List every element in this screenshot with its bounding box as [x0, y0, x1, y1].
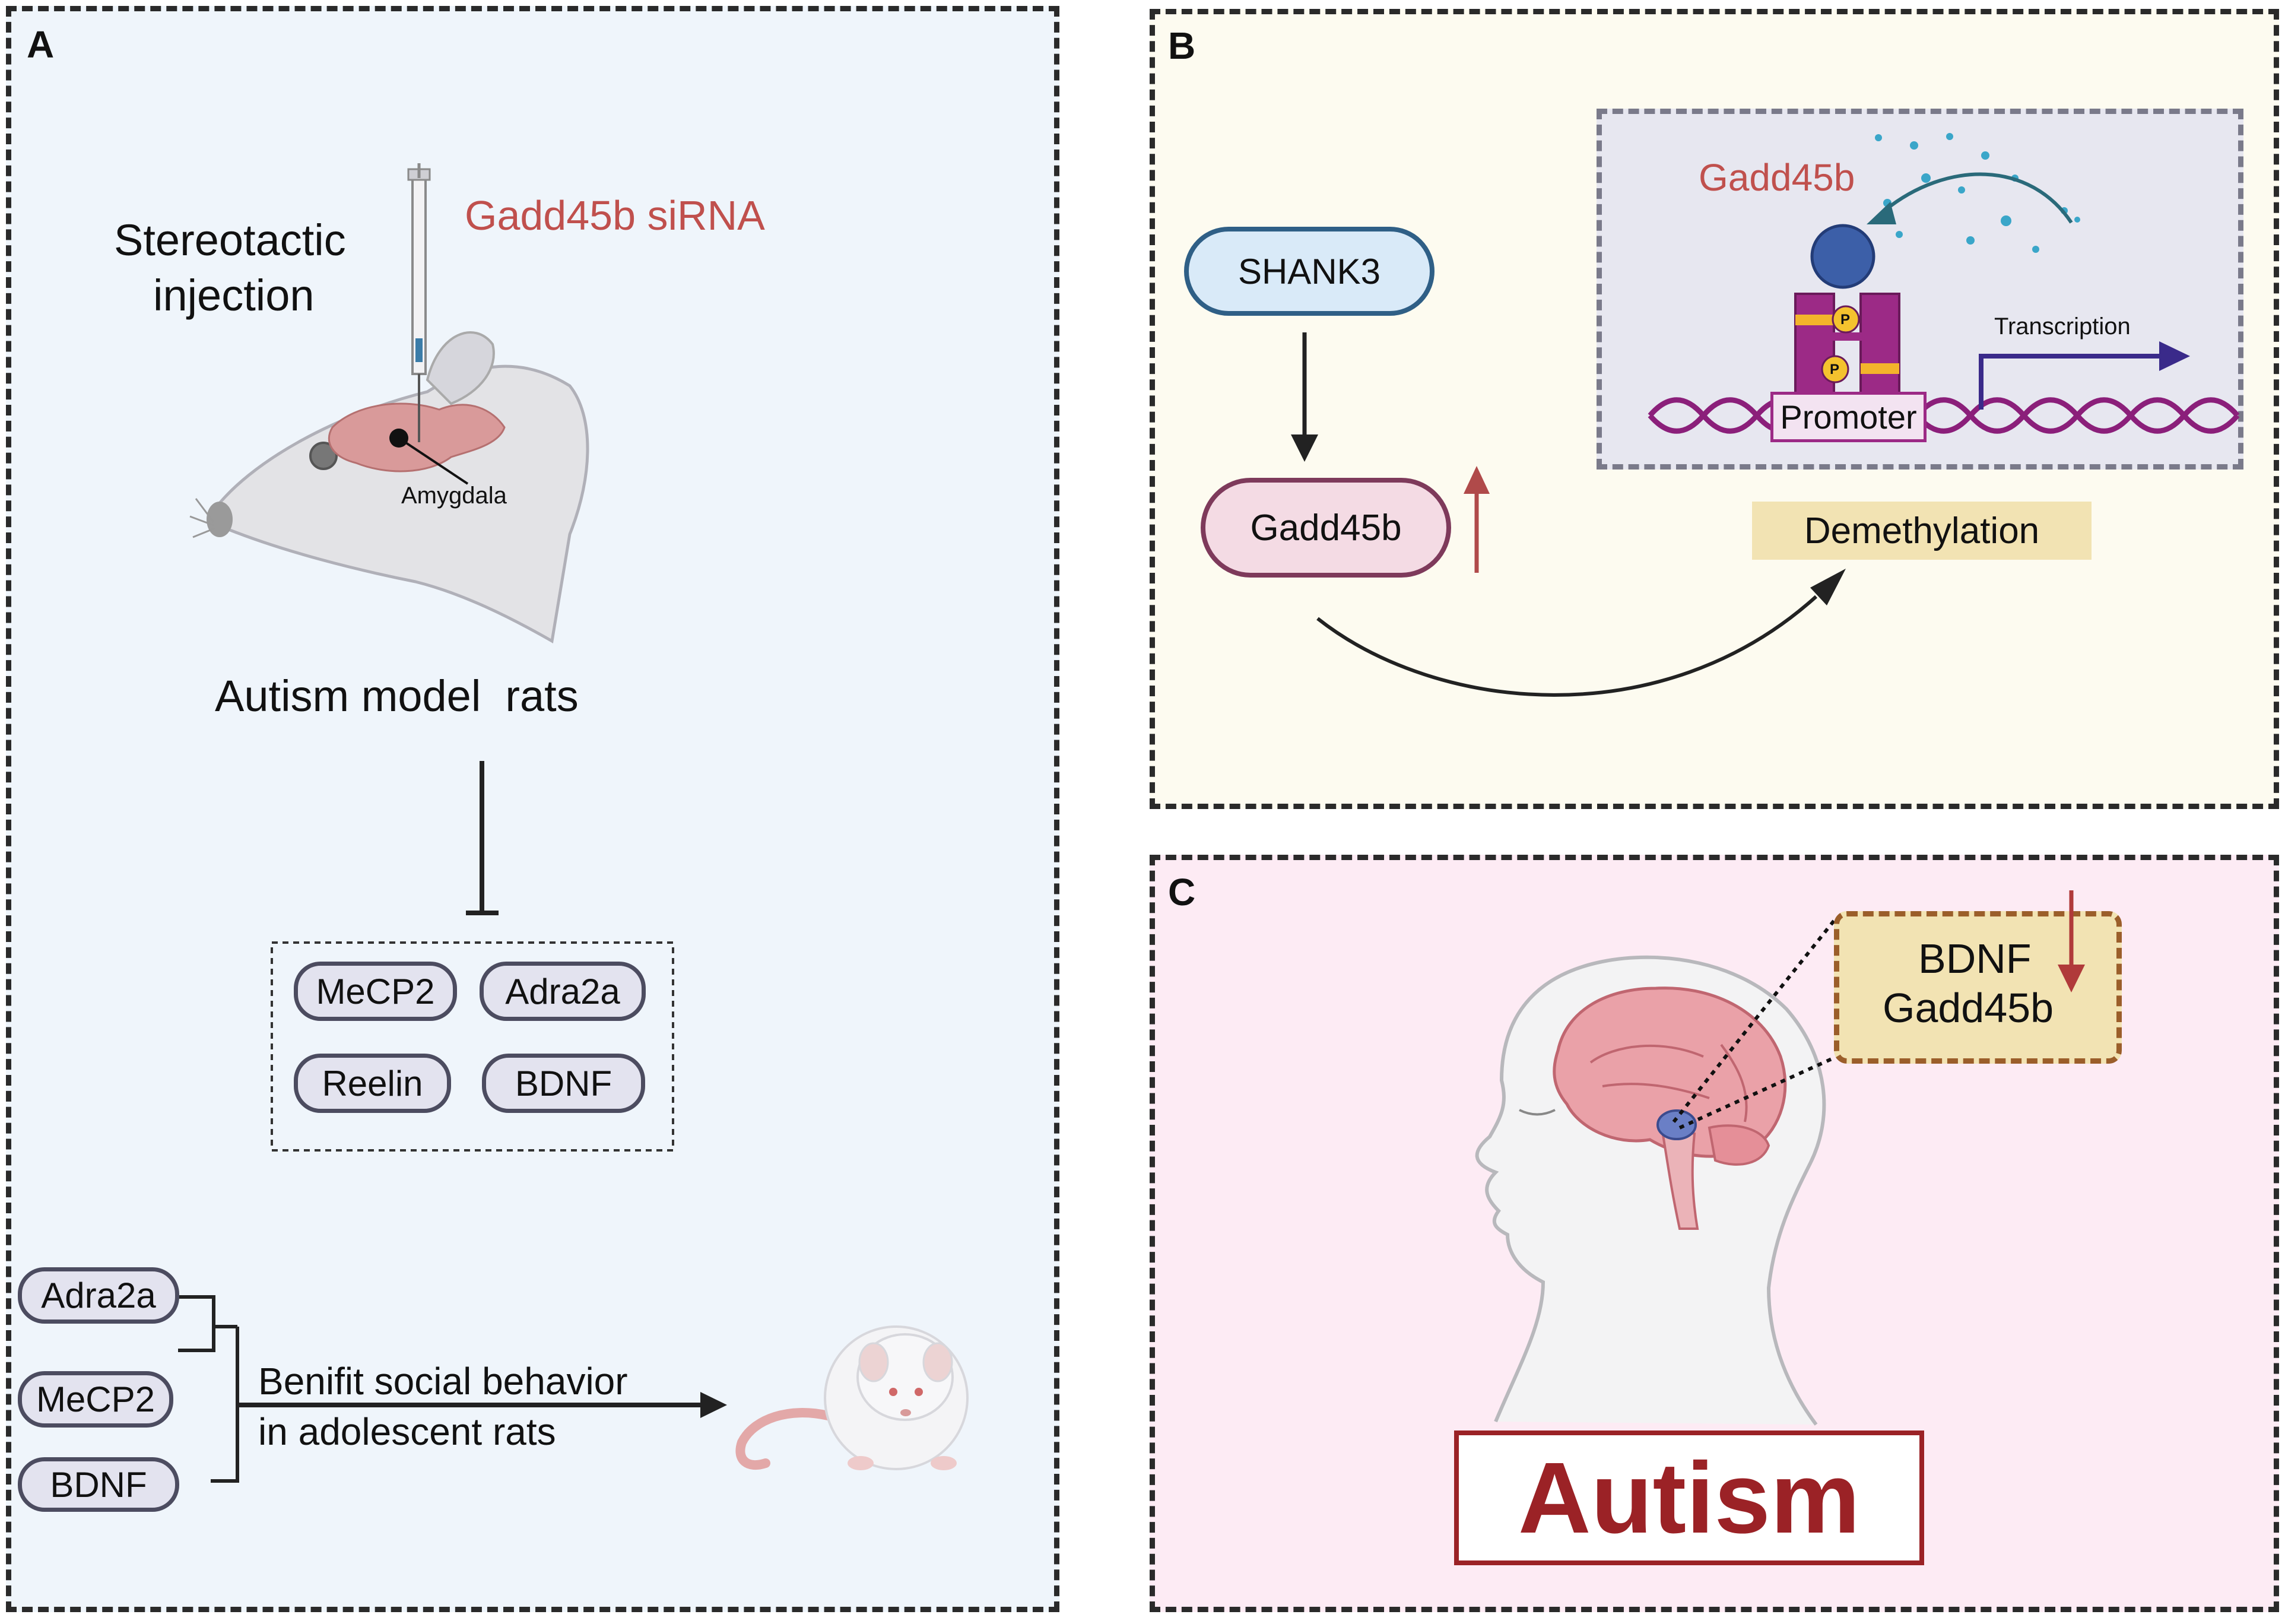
promoter-box: Promoter: [1770, 392, 1927, 442]
phospho-label-2: P: [1830, 361, 1840, 378]
injection-label-line2: injection: [153, 271, 315, 320]
autism-banner: Autism: [1454, 1430, 1924, 1565]
panel-c-label: C: [1168, 871, 1196, 914]
sirna-label: Gadd45b siRNA: [465, 192, 765, 239]
gene-pill-mecp2: MeCP2: [294, 962, 457, 1021]
panel-a-label: A: [27, 23, 55, 66]
bottom-gene-bdnf: BDNF: [18, 1457, 179, 1512]
callout-gadd45b-label: Gadd45b: [1883, 985, 2054, 1031]
injection-label-line1: Stereotactic: [114, 215, 346, 265]
gene-pill-reelin: Reelin: [294, 1054, 451, 1113]
inset-gadd45b-label: Gadd45b: [1699, 156, 1855, 199]
bottom-gene-mecp2: MeCP2: [18, 1371, 173, 1428]
bottom-gene-adra2a: Adra2a: [18, 1267, 179, 1324]
gene-pill-bdnf: BDNF: [482, 1054, 645, 1113]
transcription-label: Transcription: [1994, 313, 2131, 340]
gene-pill-adra2a: Adra2a: [480, 962, 646, 1021]
gadd45b-node: Gadd45b: [1201, 478, 1451, 578]
shank3-node: SHANK3: [1184, 227, 1435, 316]
autism-model-label: Autism model rats: [215, 671, 579, 721]
callout-bdnf-label: BDNF: [1918, 935, 2032, 982]
phospho-label-1: P: [1840, 312, 1851, 328]
panel-b-label: B: [1168, 24, 1196, 67]
amygdala-label: Amygdala: [401, 483, 507, 509]
benefit-label-line2: in adolescent rats: [258, 1410, 556, 1453]
demethylation-box: Demethylation: [1752, 502, 2092, 560]
benefit-label-line1: Benifit social behavior: [258, 1360, 628, 1403]
